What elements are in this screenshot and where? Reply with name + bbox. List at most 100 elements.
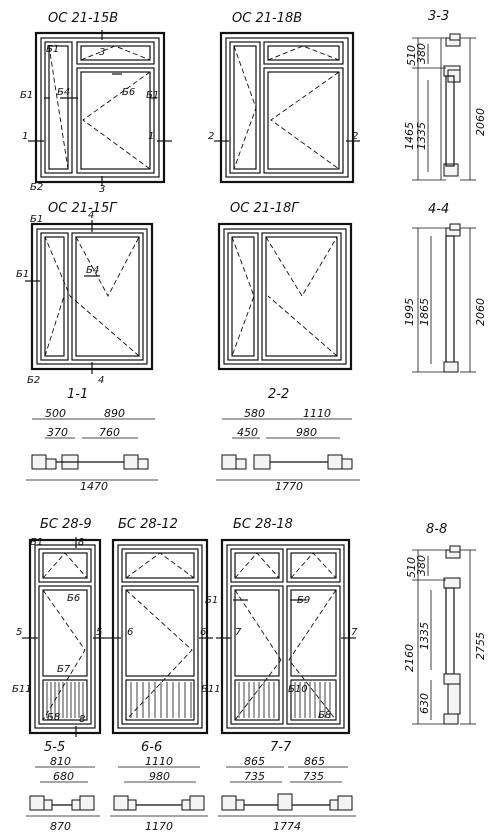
svg-text:510: 510 [405, 557, 418, 578]
svg-text:500: 500 [45, 407, 66, 420]
door-bc28-9: БС 28-9 Б1 8 Б6 5 5 Б7 Б11 Б8 8 [12, 517, 106, 737]
svg-text:Б1: Б1 [146, 90, 159, 101]
svg-text:890: 890 [104, 407, 125, 420]
svg-text:1110: 1110 [145, 755, 173, 768]
svg-text:2: 2 [208, 131, 214, 142]
svg-text:Б8: Б8 [318, 710, 331, 721]
window-oc21-18g: ОС 21-18Г [217, 201, 353, 371]
svg-text:7: 7 [235, 627, 242, 638]
svg-text:2: 2 [352, 131, 358, 142]
svg-text:2-2: 2-2 [268, 387, 289, 402]
svg-text:2160: 2160 [403, 644, 416, 672]
svg-text:510: 510 [405, 45, 418, 66]
svg-text:810: 810 [50, 755, 71, 768]
svg-text:6-6: 6-6 [141, 740, 162, 755]
svg-text:5-5: 5-5 [44, 740, 65, 755]
svg-text:1: 1 [22, 131, 28, 142]
svg-text:Б4: Б4 [86, 265, 99, 276]
svg-text:1110: 1110 [303, 407, 331, 420]
svg-text:1: 1 [148, 131, 154, 142]
svg-text:6: 6 [127, 627, 133, 638]
svg-text:Б7: Б7 [57, 664, 71, 675]
svg-text:760: 760 [99, 426, 120, 439]
svg-text:Б9: Б9 [297, 595, 310, 606]
svg-text:Б2: Б2 [27, 375, 40, 386]
svg-text:1335: 1335 [415, 122, 428, 150]
svg-text:1995: 1995 [403, 298, 416, 326]
svg-text:980: 980 [149, 770, 170, 783]
svg-text:1774: 1774 [273, 820, 301, 833]
svg-text:865: 865 [304, 755, 325, 768]
title-oc21-18v: ОС 21-18В [232, 11, 302, 26]
svg-text:1335: 1335 [418, 622, 431, 650]
svg-text:630: 630 [418, 693, 431, 714]
svg-text:980: 980 [296, 426, 317, 439]
svg-text:370: 370 [47, 426, 68, 439]
title-oc21-15v: ОС 21-15В [48, 11, 118, 26]
svg-text:3-3: 3-3 [428, 9, 449, 24]
svg-text:Б11: Б11 [12, 684, 32, 695]
svg-text:Б4: Б4 [57, 87, 70, 98]
svg-text:Б1: Б1 [20, 90, 33, 101]
svg-text:870: 870 [50, 820, 71, 833]
section-8-8: 8-8 510 380 2160 1335 630 2755 [403, 522, 487, 725]
svg-text:Б8: Б8 [47, 712, 60, 723]
svg-text:735: 735 [303, 770, 324, 783]
section-5-5: 5-5 810 680 870 [26, 740, 100, 833]
svg-text:Б1: Б1 [46, 44, 59, 55]
svg-text:580: 580 [244, 407, 265, 420]
svg-text:Б1: Б1 [30, 214, 43, 225]
svg-text:8: 8 [78, 537, 84, 548]
svg-text:6: 6 [200, 627, 206, 638]
svg-text:2060: 2060 [474, 298, 487, 326]
svg-text:Б6: Б6 [67, 593, 80, 604]
svg-text:380: 380 [415, 555, 428, 576]
title-oc21-15g: ОС 21-15Г [48, 201, 118, 216]
svg-text:БС 28-18: БС 28-18 [233, 517, 293, 532]
window-oc21-15g: ОС 21-15Г Б1 4 Б1 Б4 Б2 4 [16, 201, 154, 386]
svg-text:2755: 2755 [474, 632, 487, 660]
svg-text:1865: 1865 [418, 298, 431, 326]
svg-text:7: 7 [351, 627, 358, 638]
svg-text:1465: 1465 [403, 122, 416, 150]
svg-text:4: 4 [88, 210, 94, 221]
svg-text:3: 3 [99, 47, 105, 58]
section-4-4: 4-4 1995 1865 2060 [403, 202, 487, 373]
svg-text:735: 735 [244, 770, 265, 783]
svg-text:450: 450 [237, 426, 258, 439]
svg-text:БС 28-12: БС 28-12 [118, 517, 178, 532]
svg-text:Б11: Б11 [201, 684, 221, 695]
svg-text:Б1: Б1 [30, 537, 43, 548]
svg-text:5: 5 [96, 627, 102, 638]
svg-text:БС 28-9: БС 28-9 [40, 517, 92, 532]
svg-text:Б10: Б10 [288, 684, 308, 695]
section-2-2: 2-2 580 1110 450 980 1770 [216, 387, 360, 493]
svg-text:380: 380 [415, 43, 428, 64]
window-oc21-18v: ОС 21-18В 2 2 [208, 11, 360, 184]
section-6-6: 6-6 1110 980 1170 [110, 740, 208, 833]
svg-text:865: 865 [244, 755, 265, 768]
section-3-3: 3-3 510 380 1465 1335 2060 [403, 9, 487, 181]
svg-text:Б1: Б1 [205, 595, 218, 606]
svg-text:5: 5 [16, 627, 22, 638]
section-7-7: 7-7 865 865 735 735 1774 [218, 740, 356, 833]
svg-text:4: 4 [98, 375, 104, 386]
window-oc21-15v: ОС 21-15В Б1 3 Б1 Б4 Б6 Б1 1 1 Б2 3 [20, 11, 172, 195]
svg-text:8-8: 8-8 [426, 522, 447, 537]
door-bc28-12: БС 28-12 6 6 [106, 517, 213, 735]
svg-text:1-1: 1-1 [67, 387, 88, 402]
svg-text:Б2: Б2 [30, 182, 43, 193]
svg-text:1770: 1770 [275, 480, 303, 493]
svg-text:1170: 1170 [145, 820, 173, 833]
section-1-1: 1-1 500 890 370 760 1470 [26, 387, 158, 493]
svg-text:2060: 2060 [474, 108, 487, 136]
svg-text:1470: 1470 [80, 480, 108, 493]
svg-text:680: 680 [53, 770, 74, 783]
svg-text:8: 8 [79, 714, 85, 725]
svg-text:4-4: 4-4 [428, 202, 449, 217]
svg-text:3: 3 [99, 184, 105, 195]
svg-text:7-7: 7-7 [270, 740, 292, 755]
title-oc21-18g: ОС 21-18Г [230, 201, 300, 216]
door-bc28-18: БС 28-18 Б1 Б9 7 [201, 517, 358, 735]
